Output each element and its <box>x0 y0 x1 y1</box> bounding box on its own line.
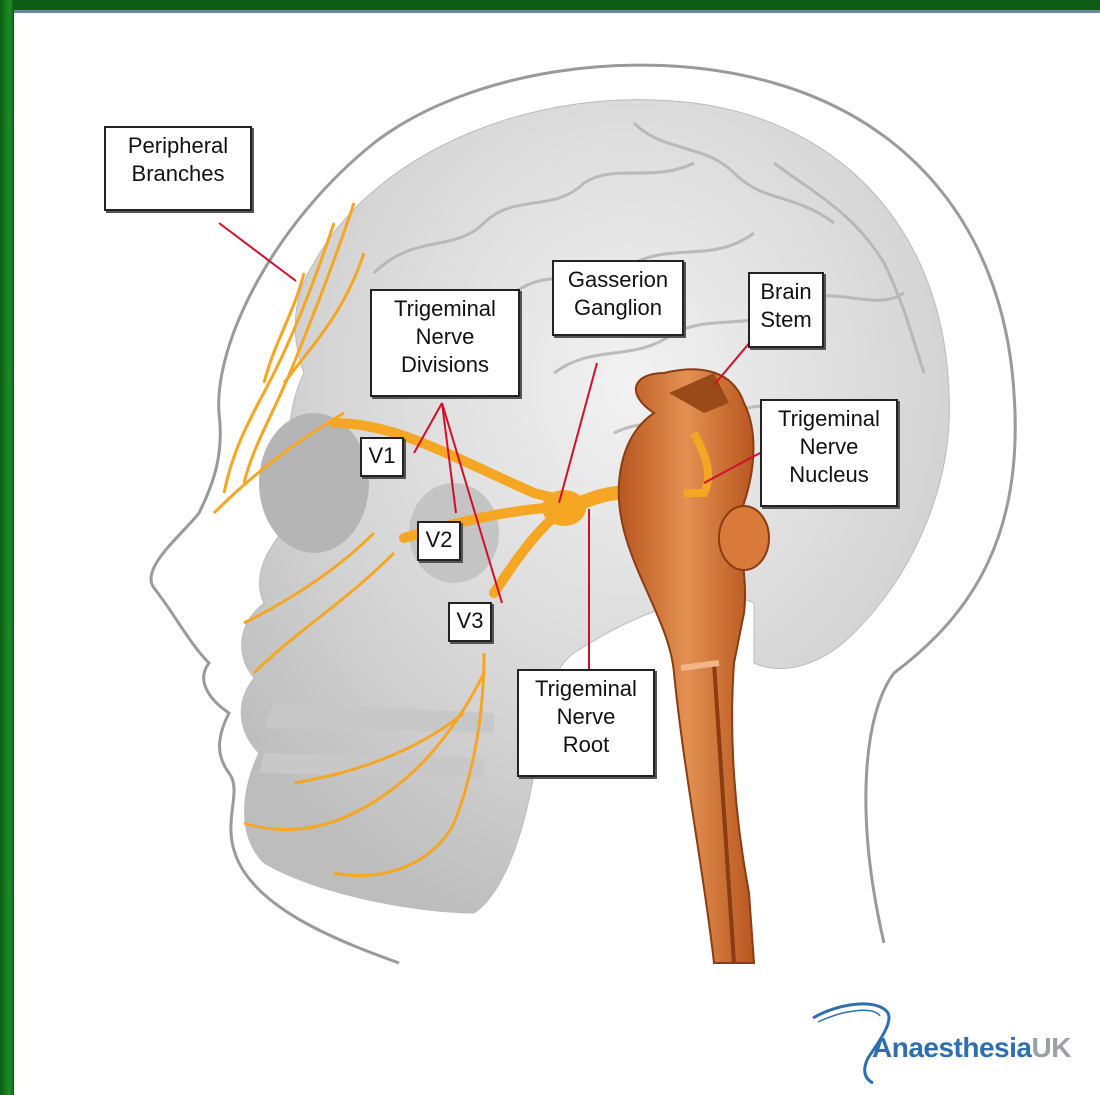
logo-main-text: Anaesthesia <box>872 1032 1031 1063</box>
trigeminal-nerve-divisions-label: Trigeminal Nerve Divisions <box>370 289 520 397</box>
trigeminal-nerve-root-label: Trigeminal Nerve Root <box>517 669 655 777</box>
logo-suffix-text: UK <box>1031 1032 1070 1063</box>
v1-label: V1 <box>360 437 404 477</box>
gasserion-ganglion-label: Gasserion Ganglion <box>552 260 684 336</box>
brain-stem-structure <box>619 369 769 963</box>
v2-label: V2 <box>417 521 461 561</box>
anaesthesia-uk-logo: AnaesthesiaUK <box>808 998 1098 1088</box>
trigeminal-nerve-nucleus-label: Trigeminal Nerve Nucleus <box>760 399 898 507</box>
diagram-panel: Peripheral Branches Trigeminal Nerve Div… <box>14 10 1100 1095</box>
brain-stem-label: Brain Stem <box>748 272 824 348</box>
v3-label: V3 <box>448 602 492 642</box>
eye-socket <box>259 413 369 553</box>
logo-text: AnaesthesiaUK <box>872 1032 1071 1064</box>
peripheral-branches-label: Peripheral Branches <box>104 126 252 211</box>
